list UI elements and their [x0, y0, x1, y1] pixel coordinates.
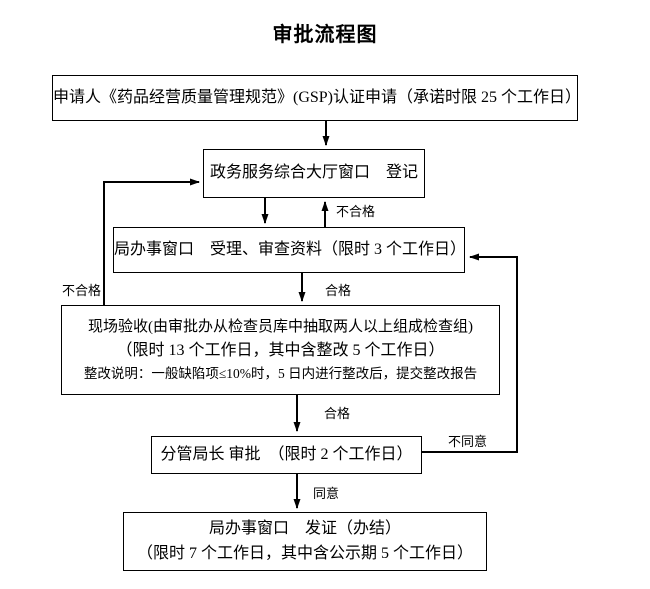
page-title: 审批流程图: [272, 24, 378, 46]
box-application-text: 申请人《药品经营质量管理规范》(GSP)认证申请（承诺时限 25 个工作日）: [53, 88, 582, 106]
box-onsite-inspection: 现场验收(由审批办从检查员库中抽取两人以上组成检查组) （限时 13 个工作日，…: [61, 305, 500, 395]
box-registration: 政务服务综合大厅窗口 登记: [203, 149, 425, 198]
box-certificate-issue-line2: （限时 7 个工作日，其中含公示期 5 个工作日）: [136, 544, 473, 562]
label-agree: 同意: [313, 486, 340, 501]
box-certificate-issue: 局办事窗口 发证（办结） （限时 7 个工作日，其中含公示期 5 个工作日）: [123, 512, 487, 571]
box-onsite-inspection-line2: （限时 13 个工作日，其中含整改 5 个工作日）: [116, 341, 445, 359]
label-disagree: 不同意: [448, 434, 488, 449]
box-certificate-issue-line1: 局办事窗口 发证（办结）: [208, 519, 401, 537]
box-application: 申请人《药品经营质量管理规范》(GSP)认证申请（承诺时限 25 个工作日）: [52, 75, 582, 121]
label-fail-left-loop: 不合格: [62, 283, 102, 298]
box-onsite-inspection-line1: 现场验收(由审批办从检查员库中抽取两人以上组成检查组): [88, 318, 473, 335]
box-registration-text: 政务服务综合大厅窗口 登记: [209, 164, 418, 182]
box-acceptance-review-text: 局办事窗口 受理、审查资料（限时 3 个工作日）: [114, 240, 467, 258]
box-onsite-inspection-line3: 整改说明：一般缺陷项≤10%时，5 日内进行整改后，提交整改报告: [83, 365, 478, 381]
box-acceptance-review: 局办事窗口 受理、审查资料（限时 3 个工作日）: [113, 227, 467, 273]
box-director-approval-text: 分管局长 审批 （限时 2 个工作日）: [160, 445, 413, 463]
label-fail-to-register: 不合格: [336, 204, 376, 219]
box-director-approval: 分管局长 审批 （限时 2 个工作日）: [151, 436, 422, 474]
label-pass-to-approve: 合格: [324, 406, 351, 421]
label-pass-to-inspect: 合格: [325, 283, 352, 298]
